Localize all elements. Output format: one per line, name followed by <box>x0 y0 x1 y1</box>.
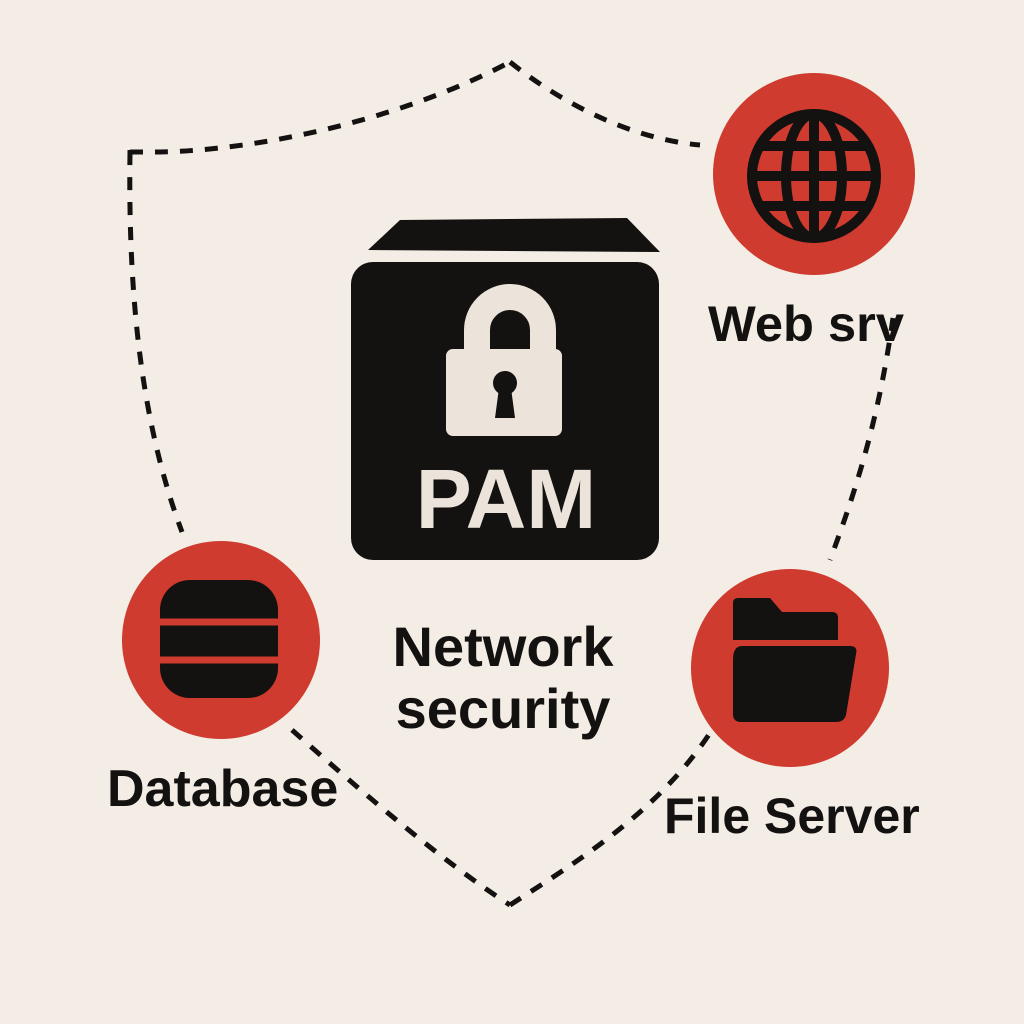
shield-outline <box>127 59 896 908</box>
web-server-label: Web srv <box>708 296 904 352</box>
shield-edge-right-upper <box>827 317 896 561</box>
database-label: Database <box>107 760 338 818</box>
network-caption-line2: security <box>396 677 611 740</box>
database-node: Database <box>107 541 338 818</box>
shield-edge-top-right <box>508 60 701 148</box>
lock-shackle <box>464 284 556 352</box>
shield-edge-left <box>127 151 185 533</box>
pam-label: PAM <box>416 452 596 546</box>
lock-keyhole-slot <box>495 388 515 418</box>
file-server-node: File Server <box>664 569 920 844</box>
folder-icon <box>733 598 857 722</box>
pam-box-lid <box>368 218 660 252</box>
network-caption-line1: Network <box>393 615 615 678</box>
file-server-label: File Server <box>664 788 920 844</box>
shield-edge-bottom-right <box>508 728 715 908</box>
shield-edge-bottom-left <box>290 728 512 908</box>
database-icon <box>160 580 278 698</box>
web-server-node: Web srv <box>708 73 915 352</box>
pam-box: PAM <box>351 218 660 560</box>
lock-icon <box>446 284 562 436</box>
globe-icon <box>747 109 881 243</box>
